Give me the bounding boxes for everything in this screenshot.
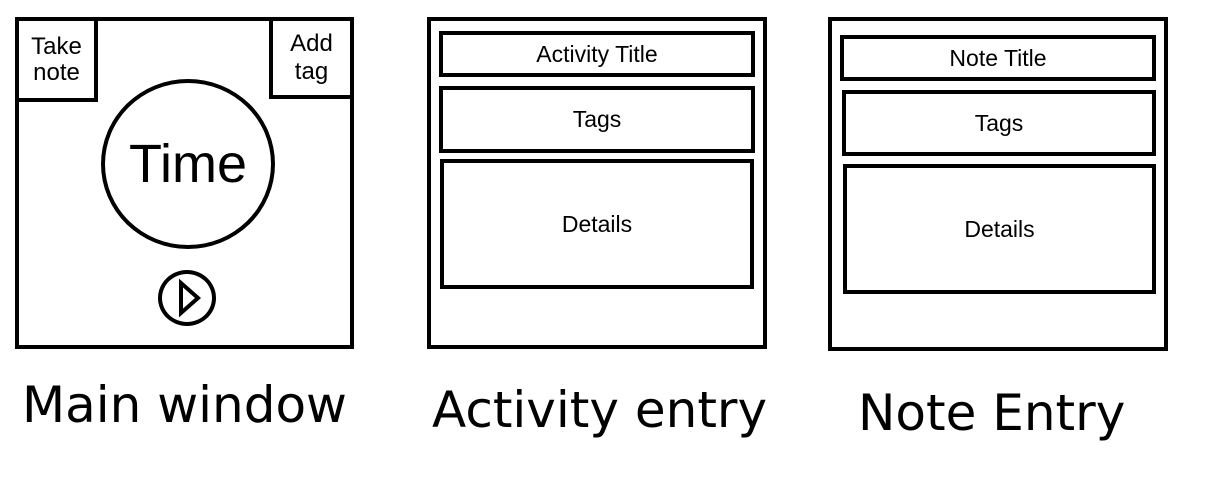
time-display: Time (101, 79, 275, 249)
play-button[interactable] (158, 270, 216, 326)
activity-tags-field[interactable]: Tags (439, 86, 755, 153)
activity-entry-caption: Activity entry (432, 381, 768, 439)
main-window-caption: Main window (22, 376, 347, 434)
note-tags-field[interactable]: Tags (842, 90, 1156, 156)
activity-title-label: Activity Title (536, 40, 658, 67)
note-tags-label: Tags (974, 109, 1024, 136)
add-tag-button[interactable]: Add tag (269, 17, 354, 99)
activity-entry-wireframe: Activity Title Tags Details (427, 17, 767, 349)
note-details-field[interactable]: Details (843, 164, 1156, 294)
play-icon (179, 278, 202, 318)
time-label: Time (129, 134, 247, 194)
note-entry-caption: Note Entry (858, 384, 1126, 442)
note-title-label: Note Title (949, 44, 1047, 71)
note-title-field[interactable]: Note Title (840, 35, 1156, 81)
main-window-wireframe: Take note Add tag Time (15, 17, 354, 349)
activity-title-field[interactable]: Activity Title (439, 31, 755, 77)
activity-details-field[interactable]: Details (440, 159, 754, 289)
take-note-label: Take note (31, 32, 82, 86)
note-entry-wireframe: Note Title Tags Details (828, 17, 1168, 351)
add-tag-label: Add tag (290, 30, 333, 85)
activity-details-label: Details (561, 210, 633, 237)
take-note-button[interactable]: Take note (15, 17, 98, 102)
note-details-label: Details (964, 215, 1035, 242)
activity-tags-label: Tags (572, 106, 622, 132)
